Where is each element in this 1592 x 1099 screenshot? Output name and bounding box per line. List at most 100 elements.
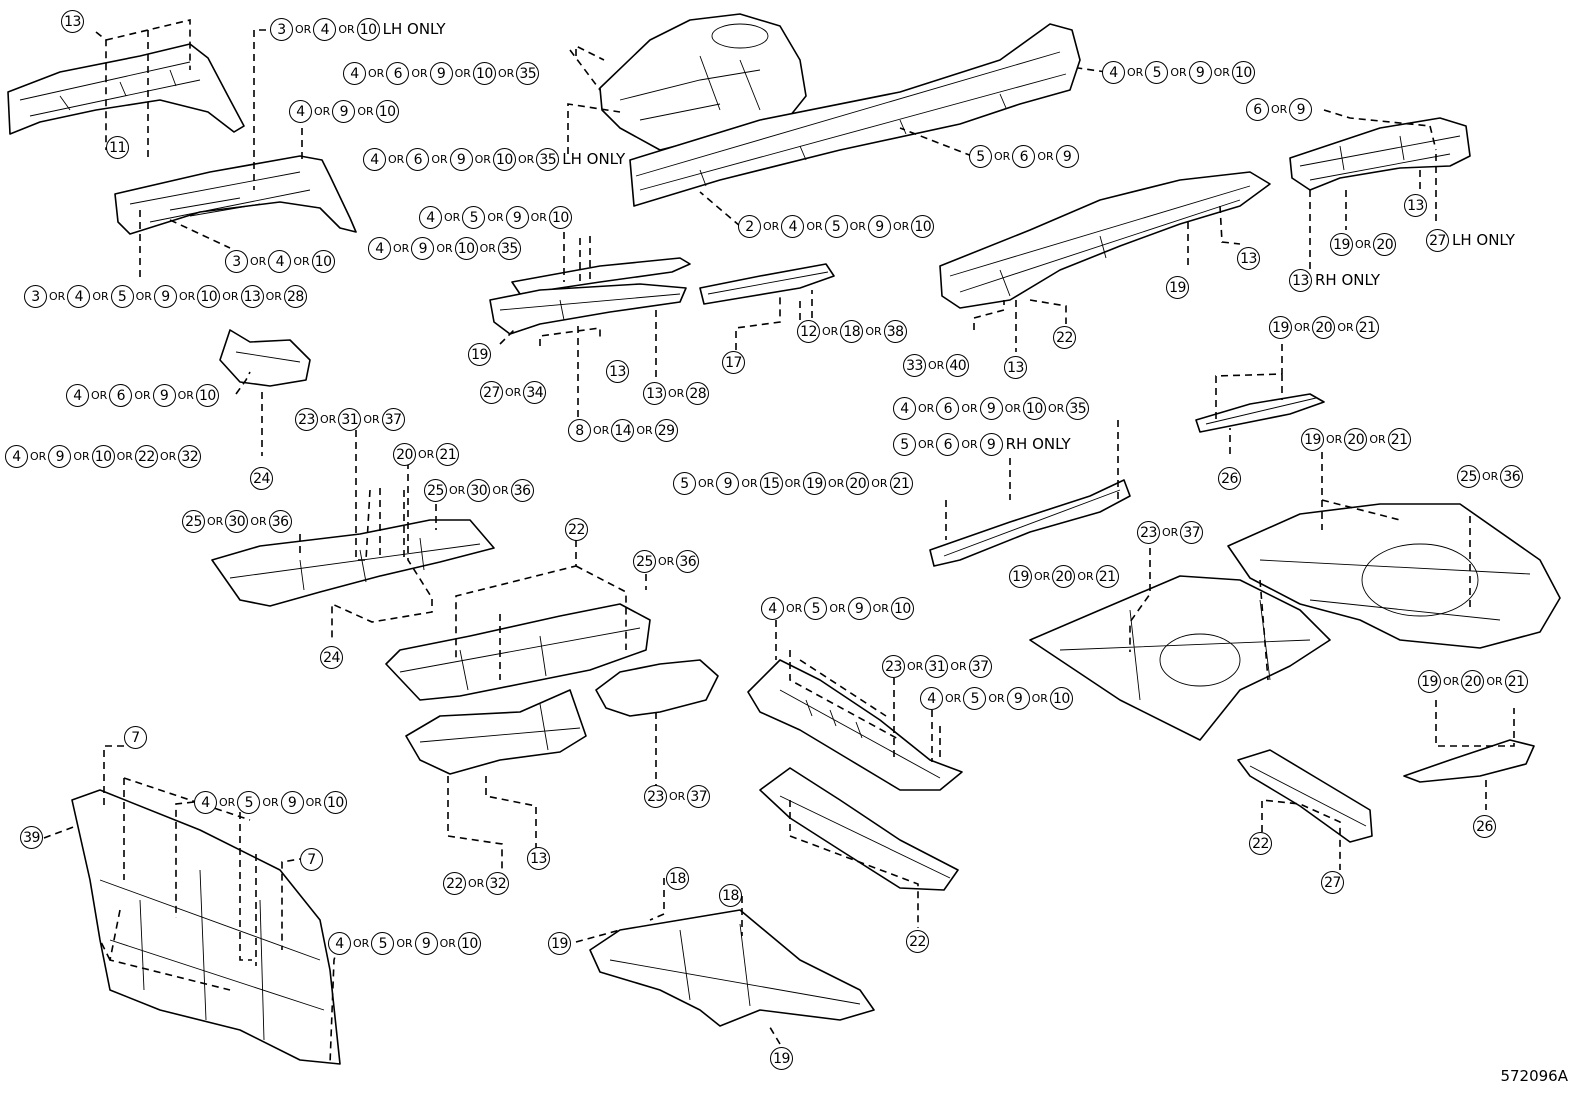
part-number-badge: 15 xyxy=(759,472,783,495)
callout-note: RH ONLY xyxy=(1315,271,1381,289)
or-separator: OR xyxy=(505,386,522,399)
part-number-badge: 20 xyxy=(1344,428,1368,451)
part-number-badge: 27 xyxy=(480,381,503,404)
or-separator: OR xyxy=(829,602,846,615)
or-separator: OR xyxy=(219,796,236,809)
part-number-badge: 14 xyxy=(611,419,635,442)
part-number-badge: 18 xyxy=(840,320,864,343)
part-number-badge: 28 xyxy=(686,382,710,405)
or-separator: OR xyxy=(961,438,978,451)
or-separator: OR xyxy=(293,255,310,268)
part-front-side-member-lh xyxy=(7,43,245,135)
part-number-badge: 10 xyxy=(492,148,516,171)
part-number-badge: 24 xyxy=(250,467,273,490)
part-number-badge: 21 xyxy=(1387,428,1411,451)
or-separator: OR xyxy=(49,290,66,303)
or-separator: OR xyxy=(961,402,978,415)
part-number-badge: 19 xyxy=(468,343,491,366)
part-number-badge: 13 xyxy=(240,285,264,308)
or-separator: OR xyxy=(411,67,428,80)
or-separator: OR xyxy=(91,389,108,402)
part-center-floor-panel xyxy=(1029,575,1331,741)
part-number-badge: 5 xyxy=(804,597,828,620)
or-separator: OR xyxy=(658,555,675,568)
part-number-badge: 35 xyxy=(1066,397,1090,420)
part-number-badge: 4 xyxy=(419,206,442,229)
part-number-badge: 23 xyxy=(882,655,905,678)
or-separator: OR xyxy=(492,484,509,497)
or-separator: OR xyxy=(314,105,331,118)
callout-c65: 22 xyxy=(906,930,929,953)
part-number-badge: 11 xyxy=(106,136,129,159)
or-separator: OR xyxy=(1127,66,1144,79)
part-center-floor-reinforcement xyxy=(595,659,719,717)
callout-c42: 26 xyxy=(1218,467,1241,490)
callout-c53: 7 xyxy=(124,726,147,749)
part-number-badge: 13 xyxy=(61,10,84,33)
part-number-badge: 5 xyxy=(1145,61,1169,84)
part-number-badge: 9 xyxy=(153,285,177,308)
part-number-badge: 5 xyxy=(673,472,696,495)
or-separator: OR xyxy=(530,211,547,224)
part-number-badge: 5 xyxy=(371,932,395,955)
or-separator: OR xyxy=(396,937,413,950)
part-number-badge: 6 xyxy=(406,148,430,171)
part-number-badge: 9 xyxy=(505,206,529,229)
part-number-badge: 30 xyxy=(467,479,491,502)
or-separator: OR xyxy=(1162,526,1179,539)
part-number-badge: 6 xyxy=(936,433,960,456)
part-number-badge: 10 xyxy=(457,932,481,955)
part-number-badge: 22 xyxy=(565,518,588,541)
part-number-badge: 10 xyxy=(1049,687,1073,710)
callout-c60: 13 xyxy=(527,847,550,870)
callout-c49: 24 xyxy=(320,646,343,669)
part-cowl-side xyxy=(599,13,807,151)
part-number-badge: 19 xyxy=(1009,565,1032,588)
or-separator: OR xyxy=(1031,692,1048,705)
callout-c64: 19 xyxy=(770,1047,793,1070)
or-separator: OR xyxy=(431,153,448,166)
part-number-badge: 20 xyxy=(1052,565,1076,588)
or-separator: OR xyxy=(892,220,910,233)
part-number-badge: 5 xyxy=(110,285,134,308)
or-separator: OR xyxy=(806,220,823,233)
or-separator: OR xyxy=(517,153,535,166)
callout-c69: 26 xyxy=(1473,815,1496,838)
part-number-badge: 17 xyxy=(722,351,745,374)
or-separator: OR xyxy=(928,359,945,372)
part-number-badge: 24 xyxy=(320,646,343,669)
or-separator: OR xyxy=(849,220,866,233)
part-number-badge: 34 xyxy=(523,381,547,404)
or-separator: OR xyxy=(669,790,686,803)
callout-c62: 18 xyxy=(719,884,742,907)
or-separator: OR xyxy=(250,515,267,528)
part-number-badge: 22 xyxy=(134,445,158,468)
part-number-badge: 10 xyxy=(1022,397,1046,420)
or-separator: OR xyxy=(222,290,239,303)
or-separator: OR xyxy=(159,450,177,463)
part-number-badge: 4 xyxy=(268,250,292,273)
or-separator: OR xyxy=(207,515,224,528)
or-separator: OR xyxy=(357,105,374,118)
or-separator: OR xyxy=(418,448,435,461)
part-number-badge: 40 xyxy=(946,354,970,377)
callout-c63: 19 xyxy=(548,932,571,955)
or-separator: OR xyxy=(487,211,504,224)
or-separator: OR xyxy=(468,877,485,890)
part-number-badge: 13 xyxy=(1004,356,1027,379)
part-number-badge: 4 xyxy=(343,62,366,85)
part-number-badge: 37 xyxy=(968,655,992,678)
part-number-badge: 13 xyxy=(1404,194,1427,217)
part-number-badge: 9 xyxy=(411,237,435,260)
